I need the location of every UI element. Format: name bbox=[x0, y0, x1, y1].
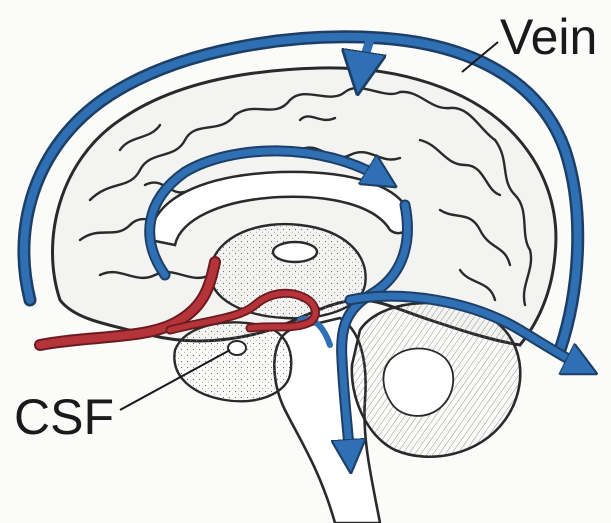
csf-label: CSF bbox=[14, 392, 114, 442]
cerebellum-white-matter bbox=[383, 348, 453, 415]
pons bbox=[174, 322, 291, 401]
third-ventricle-oval bbox=[273, 242, 317, 262]
vein-label: Vein bbox=[500, 12, 597, 62]
thalamus bbox=[210, 224, 366, 318]
csf-pocket bbox=[228, 341, 246, 355]
